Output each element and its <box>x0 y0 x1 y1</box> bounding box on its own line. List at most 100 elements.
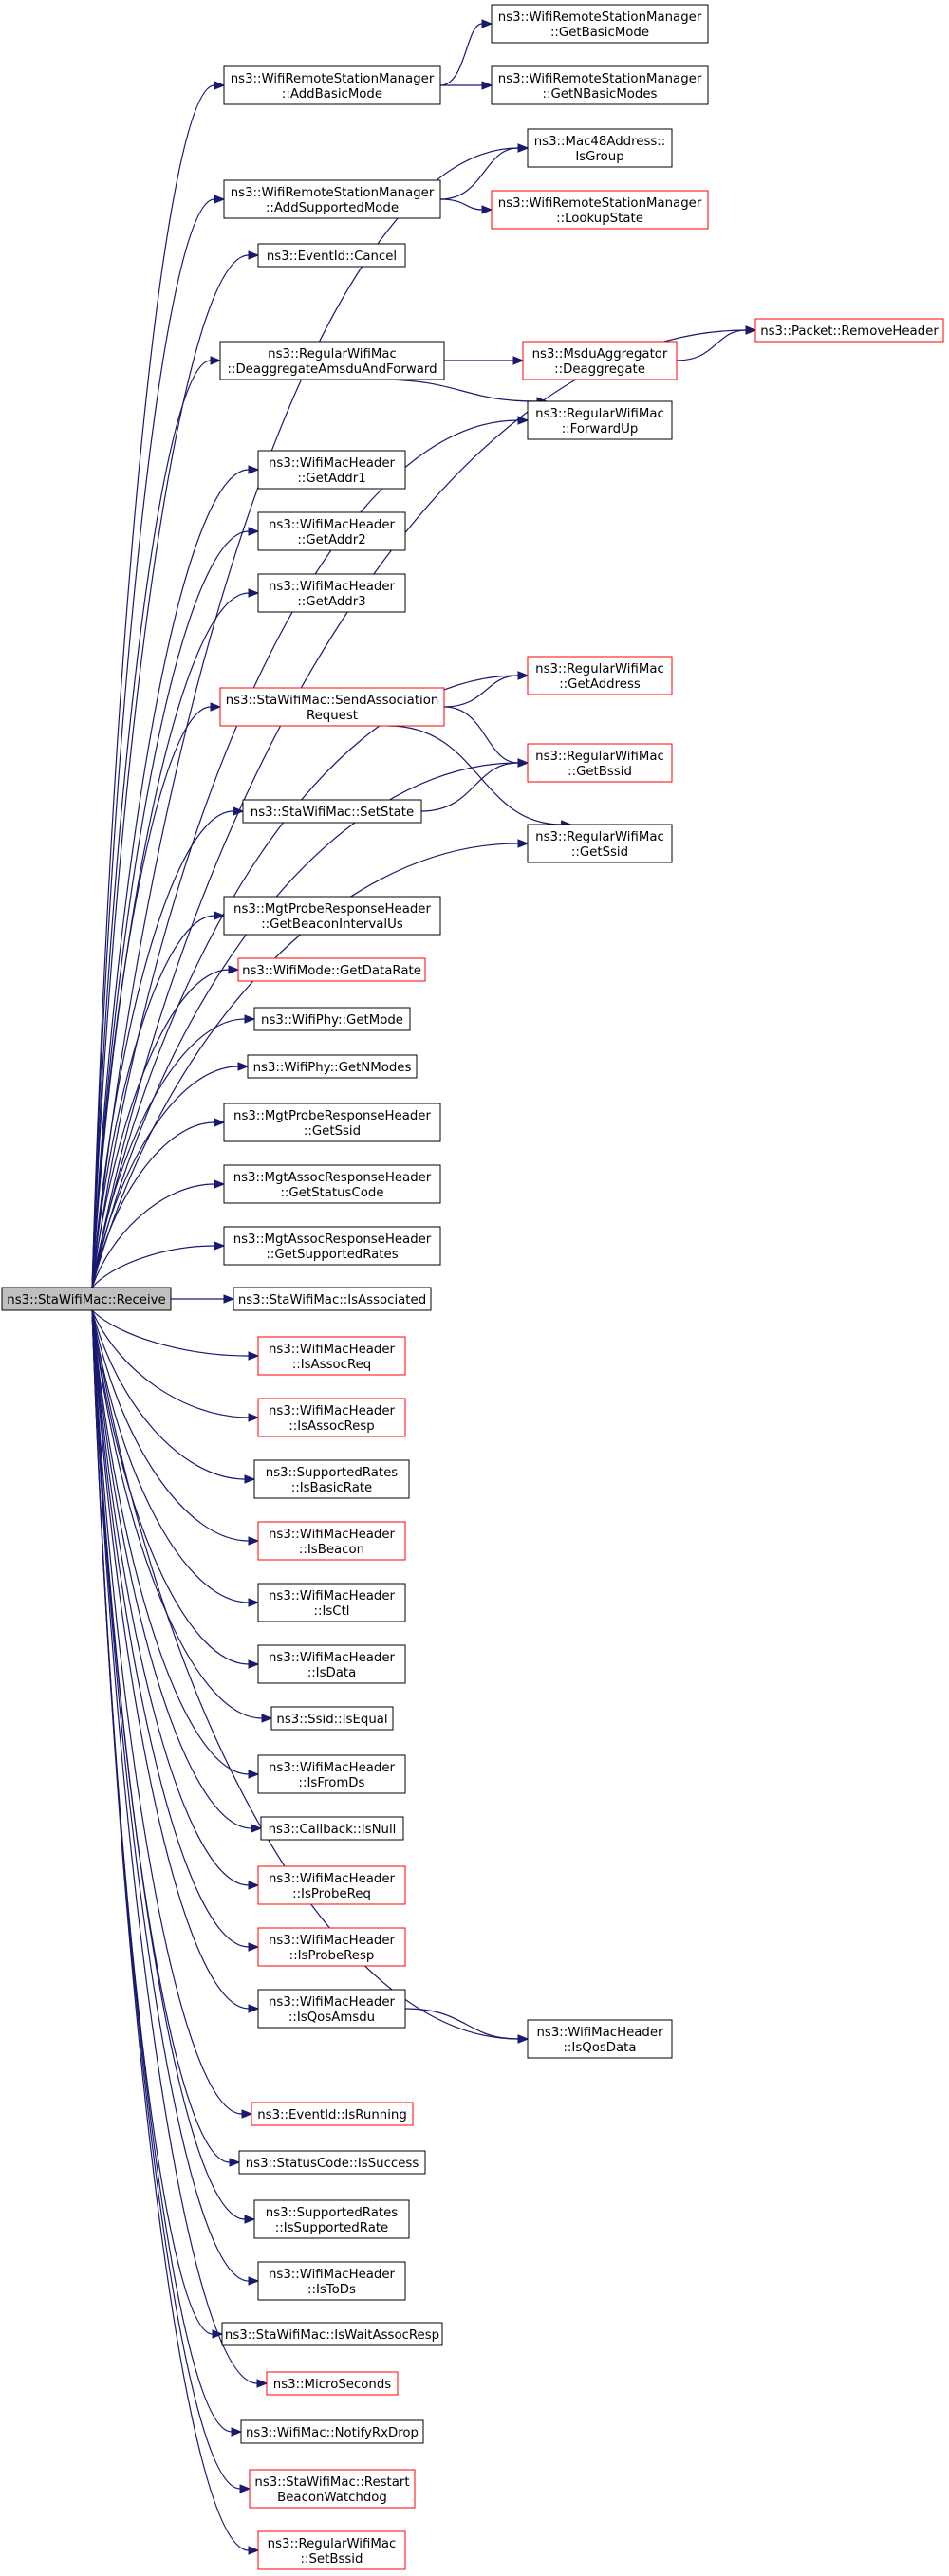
node-box[interactable] <box>260 1816 404 1841</box>
node-probe-get-ssid[interactable]: ns3::MgtProbeResponseHeader::GetSsid <box>223 1103 441 1142</box>
node-box[interactable] <box>219 687 445 727</box>
node-box[interactable] <box>257 2261 406 2301</box>
node-box[interactable] <box>491 65 709 105</box>
node-box[interactable] <box>253 2199 410 2239</box>
node-deagg-fwd[interactable]: ns3::RegularWifiMac::DeaggregateAmsduAnd… <box>219 341 445 380</box>
node-box[interactable] <box>527 824 673 863</box>
node-get-addr2[interactable]: ns3::WifiMacHeader::GetAddr2 <box>257 511 406 551</box>
node-is-from-ds[interactable]: ns3::WifiMacHeader::IsFromDs <box>257 1754 406 1794</box>
node-get-nbasic-modes[interactable]: ns3::WifiRemoteStationManager::GetNBasic… <box>491 65 709 105</box>
node-box[interactable] <box>257 573 406 613</box>
node-get-addr1[interactable]: ns3::WifiMacHeader::GetAddr1 <box>257 450 406 490</box>
node-box[interactable] <box>251 2102 414 2126</box>
node-box[interactable] <box>527 656 673 695</box>
node-box[interactable] <box>223 896 441 936</box>
node-is-group[interactable]: ns3::Mac48Address::IsGroup <box>527 128 673 168</box>
node-box[interactable] <box>242 799 422 824</box>
node-is-qos-amsdu[interactable]: ns3::WifiMacHeader::IsQosAmsdu <box>257 1989 406 2029</box>
node-box[interactable] <box>233 1287 432 1311</box>
node-lookup-state[interactable]: ns3::WifiRemoteStationManager::LookupSta… <box>491 190 709 230</box>
node-box[interactable] <box>270 1706 394 1731</box>
node-box[interactable] <box>253 1007 411 1031</box>
node-box[interactable] <box>219 341 445 380</box>
node-is-data[interactable]: ns3::WifiMacHeader::IsData <box>257 1644 406 1684</box>
node-root[interactable]: ns3::StaWifiMac::Receive <box>1 1287 172 1311</box>
node-box[interactable] <box>257 1398 406 1437</box>
node-box[interactable] <box>257 1583 406 1622</box>
node-is-to-ds[interactable]: ns3::WifiMacHeader::IsToDs <box>257 2261 406 2301</box>
node-box[interactable] <box>221 2322 443 2346</box>
node-box[interactable] <box>238 2150 426 2175</box>
node-is-assoc-resp[interactable]: ns3::WifiMacHeader::IsAssocResp <box>257 1398 406 1437</box>
node-box[interactable] <box>257 1989 406 2029</box>
node-box[interactable] <box>223 1103 441 1142</box>
node-is-equal[interactable]: ns3::Ssid::IsEqual <box>270 1706 394 1731</box>
node-is-probe-resp[interactable]: ns3::WifiMacHeader::IsProbeResp <box>257 1927 406 1967</box>
node-box[interactable] <box>257 450 406 490</box>
node-is-beacon[interactable]: ns3::WifiMacHeader::IsBeacon <box>257 1521 406 1561</box>
node-is-associated[interactable]: ns3::StaWifiMac::IsAssociated <box>233 1287 432 1311</box>
node-is-probe-req[interactable]: ns3::WifiMacHeader::IsProbeReq <box>257 1865 406 1905</box>
node-box[interactable] <box>257 1865 406 1905</box>
node-box[interactable] <box>257 243 406 268</box>
node-box[interactable] <box>257 1644 406 1684</box>
node-box[interactable] <box>249 2469 416 2509</box>
node-set-state[interactable]: ns3::StaWifiMac::SetState <box>242 799 422 824</box>
node-is-null[interactable]: ns3::Callback::IsNull <box>260 1816 404 1841</box>
node-is-qos-data[interactable]: ns3::WifiMacHeader::IsQosData <box>527 2019 673 2059</box>
node-forward-up[interactable]: ns3::RegularWifiMac::ForwardUp <box>527 400 673 440</box>
node-box[interactable] <box>257 1927 406 1967</box>
node-box[interactable] <box>223 65 441 105</box>
node-is-running[interactable]: ns3::EventId::IsRunning <box>251 2102 414 2126</box>
node-box[interactable] <box>237 957 426 982</box>
node-box[interactable] <box>247 1054 418 1079</box>
node-box[interactable] <box>257 1336 406 1376</box>
node-remove-header[interactable]: ns3::Packet::RemoveHeader <box>754 318 944 343</box>
node-box[interactable] <box>527 400 673 440</box>
node-box[interactable] <box>527 2019 673 2059</box>
node-is-success[interactable]: ns3::StatusCode::IsSuccess <box>238 2150 426 2175</box>
node-get-ssid[interactable]: ns3::RegularWifiMac::GetSsid <box>527 824 673 863</box>
node-get-basic-mode[interactable]: ns3::WifiRemoteStationManager::GetBasicM… <box>491 4 709 44</box>
node-box[interactable] <box>253 1459 410 1499</box>
node-deaggregate[interactable]: ns3::MsduAggregator::Deaggregate <box>522 341 678 380</box>
node-box[interactable] <box>527 743 673 783</box>
node-box[interactable] <box>223 179 441 219</box>
node-box[interactable] <box>266 2371 399 2396</box>
node-is-assoc-req[interactable]: ns3::WifiMacHeader::IsAssocReq <box>257 1336 406 1376</box>
node-get-data-rate[interactable]: ns3::WifiMode::GetDataRate <box>237 957 426 982</box>
node-get-nmodes[interactable]: ns3::WifiPhy::GetNModes <box>247 1054 418 1079</box>
node-get-addr3[interactable]: ns3::WifiMacHeader::GetAddr3 <box>257 573 406 613</box>
node-cancel[interactable]: ns3::EventId::Cancel <box>257 243 406 268</box>
node-get-supported-rates[interactable]: ns3::MgtAssocResponseHeader::GetSupporte… <box>223 1226 441 1266</box>
node-get-mode[interactable]: ns3::WifiPhy::GetMode <box>253 1007 411 1031</box>
node-box[interactable] <box>754 318 944 343</box>
node-get-beacon-interval[interactable]: ns3::MgtProbeResponseHeader::GetBeaconIn… <box>223 896 441 936</box>
node-box[interactable] <box>240 2419 424 2444</box>
node-add-basic-mode[interactable]: ns3::WifiRemoteStationManager::AddBasicM… <box>223 65 441 105</box>
node-box[interactable] <box>257 2530 406 2570</box>
node-box[interactable] <box>257 1754 406 1794</box>
node-box[interactable] <box>491 190 709 230</box>
node-micro-seconds[interactable]: ns3::MicroSeconds <box>266 2371 399 2396</box>
node-notify-rx-drop[interactable]: ns3::WifiMac::NotifyRxDrop <box>240 2419 424 2444</box>
node-set-bssid[interactable]: ns3::RegularWifiMac::SetBssid <box>257 2530 406 2570</box>
node-box[interactable] <box>223 1164 441 1204</box>
node-get-status-code[interactable]: ns3::MgtAssocResponseHeader::GetStatusCo… <box>223 1164 441 1204</box>
node-is-wait-assoc-resp[interactable]: ns3::StaWifiMac::IsWaitAssocResp <box>221 2322 443 2346</box>
node-add-supported-mode[interactable]: ns3::WifiRemoteStationManager::AddSuppor… <box>223 179 441 219</box>
node-box[interactable] <box>257 1521 406 1561</box>
node-is-supported-rate[interactable]: ns3::SupportedRates::IsSupportedRate <box>253 2199 410 2239</box>
node-is-ctl[interactable]: ns3::WifiMacHeader::IsCtl <box>257 1583 406 1622</box>
node-get-bssid[interactable]: ns3::RegularWifiMac::GetBssid <box>527 743 673 783</box>
node-box[interactable] <box>1 1287 172 1311</box>
node-box[interactable] <box>527 128 673 168</box>
node-is-basic-rate[interactable]: ns3::SupportedRates::IsBasicRate <box>253 1459 410 1499</box>
node-box[interactable] <box>491 4 709 44</box>
node-box[interactable] <box>257 511 406 551</box>
node-get-address[interactable]: ns3::RegularWifiMac::GetAddress <box>527 656 673 695</box>
node-box[interactable] <box>223 1226 441 1266</box>
node-box[interactable] <box>522 341 678 380</box>
